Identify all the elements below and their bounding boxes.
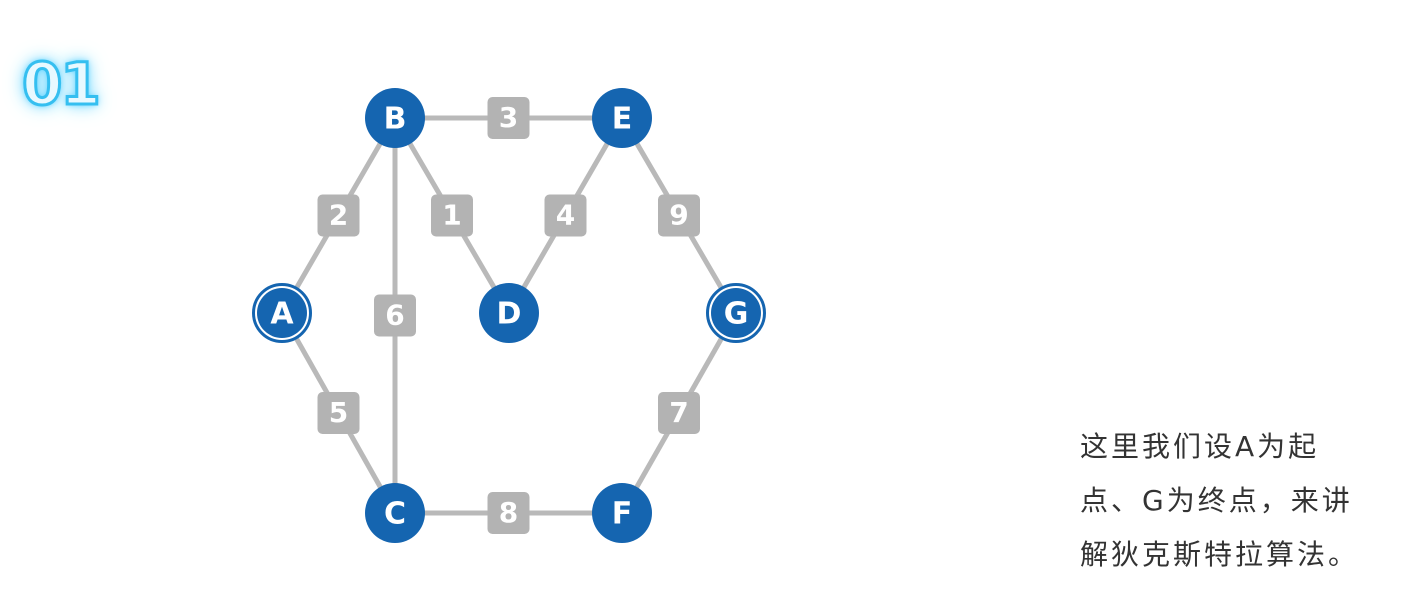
node-label: C [384,497,406,532]
node-a-start: A [252,283,312,343]
edge-weight-label: 5 [329,396,348,429]
node-f: F [592,483,652,543]
edge-weight-label: 7 [669,396,688,429]
node-label: B [384,102,407,137]
node-c: C [365,483,425,543]
edge-weight-b-d: 1 [431,194,473,237]
node-label: F [612,497,633,532]
edge-weight-a-c: 5 [317,392,360,434]
edge-weight-label: 2 [329,199,348,232]
node-label: E [612,102,633,137]
edge-weight-label: 8 [499,496,518,529]
edge-weight-label: 6 [385,299,404,332]
edge-weight-e-g: 9 [658,194,700,237]
edge-weight-label: 4 [556,199,575,232]
node-label: A [270,297,294,332]
node-d: D [479,283,539,343]
node-label: D [497,297,522,332]
description-line-2: 点、G为终点，来讲 [1080,484,1353,517]
edge-weight-a-b: 2 [317,194,360,237]
step-number: 01 [21,49,103,120]
edge-weight-label: 1 [442,199,461,232]
weights-layer: 2 5 6 1 3 4 9 8 7 [317,97,700,534]
edge-weight-f-g: 7 [658,392,700,434]
node-label: G [724,297,749,332]
edge-weight-b-e: 3 [487,97,530,139]
nodes-layer: A B C D E F G [252,88,766,543]
edge-weight-b-c: 6 [374,294,416,337]
node-g-end: G [706,283,766,343]
description-line-1: 这里我们设A为起 [1080,430,1320,463]
edge-weight-label: 9 [669,199,688,232]
node-b: B [365,88,425,148]
edge-weight-label: 3 [499,101,518,134]
edge-weight-c-f: 8 [487,492,530,534]
description: 这里我们设A为起 点、G为终点，来讲 解狄克斯特拉算法。 [1080,420,1380,582]
description-line-3: 解狄克斯特拉算法。 [1080,538,1360,571]
edge-weight-d-e: 4 [544,194,587,237]
node-e: E [592,88,652,148]
